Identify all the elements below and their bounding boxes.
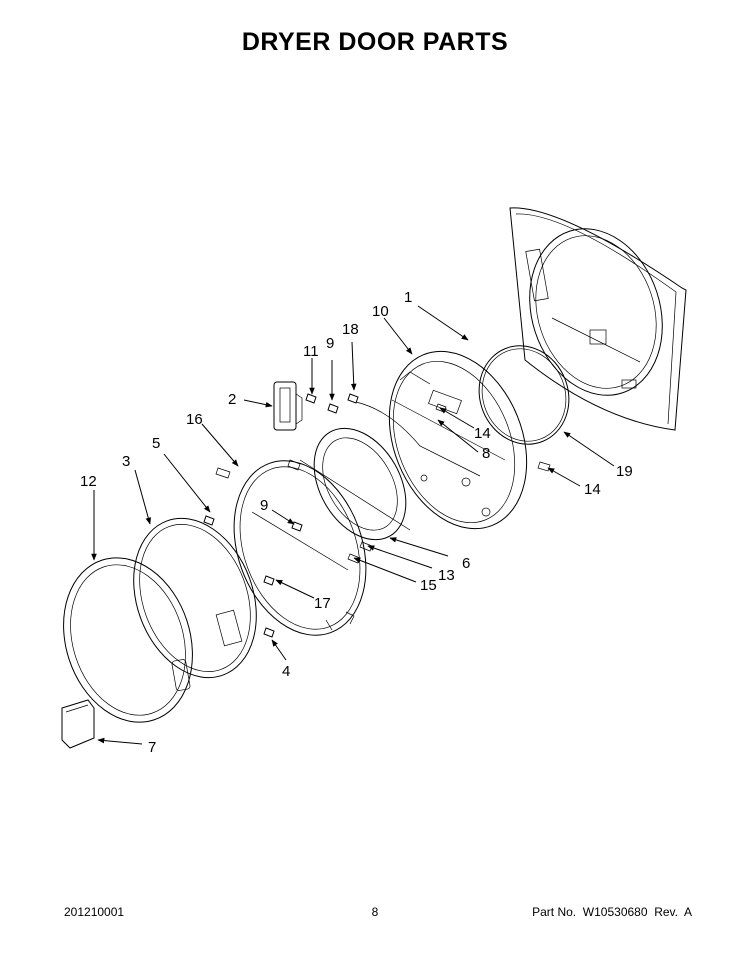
callout-6: 6	[462, 555, 470, 572]
door-glass	[299, 427, 411, 541]
callout-10: 10	[372, 303, 389, 320]
callout-17: 17	[314, 595, 331, 612]
callout-11: 11	[303, 343, 319, 360]
door-trim-ring	[133, 517, 257, 679]
footer-date-code: 201210001	[64, 905, 125, 919]
screws-top	[305, 393, 359, 414]
callout-3: 3	[122, 453, 130, 470]
callout-13: 13	[438, 567, 455, 584]
callout-14-upper: 14	[474, 425, 491, 442]
callout-9-lower: 9	[260, 497, 268, 514]
callout-14-right: 14	[584, 481, 601, 498]
callout-12: 12	[80, 473, 97, 490]
door-handle	[61, 699, 95, 749]
callout-18: 18	[342, 321, 359, 338]
screws-lower	[203, 515, 303, 638]
part-number: Part No. W10530680 Rev. A	[532, 905, 692, 919]
callout-9-top: 9	[326, 335, 334, 352]
callout-1: 1	[404, 289, 412, 306]
callout-8: 8	[482, 445, 490, 462]
callout-2: 2	[228, 391, 236, 408]
inner-door	[388, 350, 528, 530]
page-number: 8	[371, 905, 379, 919]
callout-4: 4	[282, 663, 290, 680]
callout-5: 5	[152, 435, 160, 452]
page-title: DRYER DOOR PARTS	[241, 28, 509, 56]
callout-7: 7	[148, 739, 156, 756]
callout-15: 15	[420, 577, 437, 594]
hinge	[273, 381, 303, 431]
door-seal-gasket	[478, 345, 570, 445]
door-frame	[215, 459, 367, 636]
outer-door	[63, 557, 193, 723]
callout-16: 16	[186, 411, 203, 428]
leader-lines	[91, 305, 615, 745]
cabinet-front-panel	[509, 207, 687, 431]
callout-19: 19	[616, 463, 633, 480]
